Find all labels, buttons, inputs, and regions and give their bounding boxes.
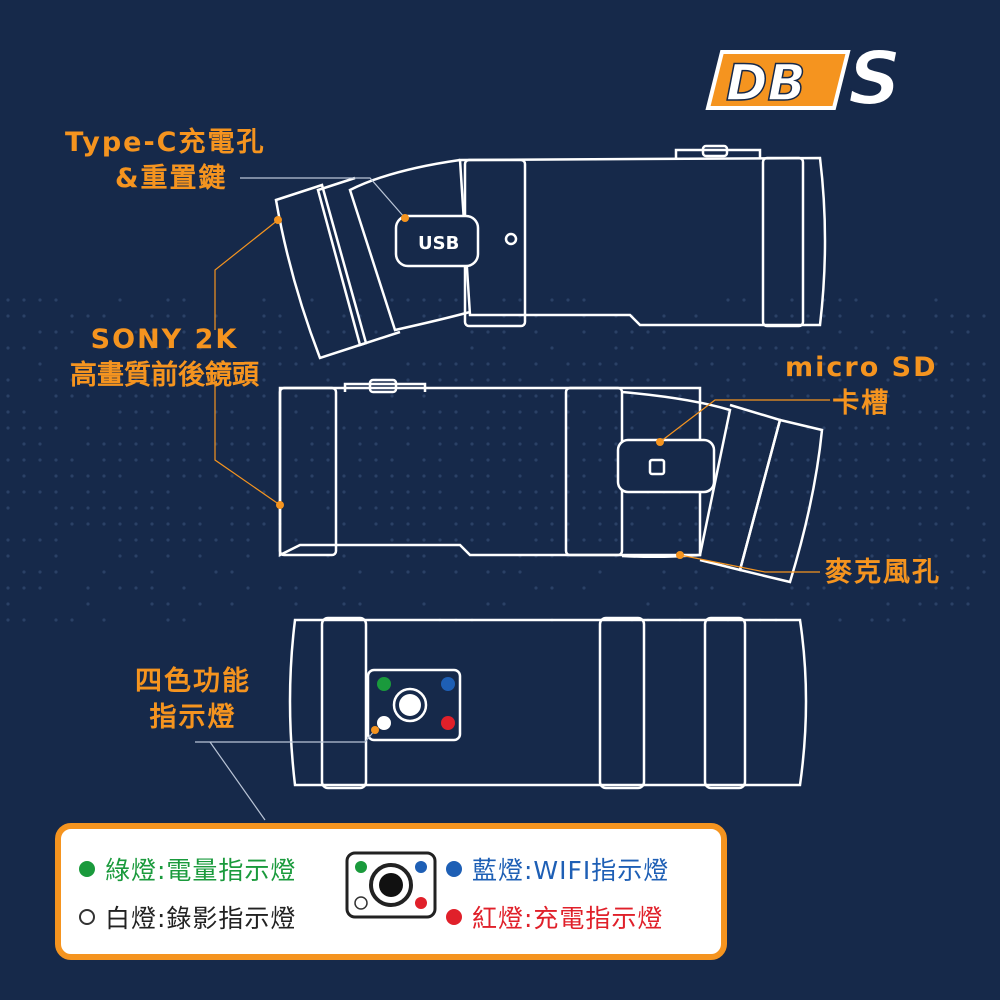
- red-dot-icon: [446, 909, 462, 925]
- led-label-line2: 指示燈: [135, 700, 251, 736]
- sd-label-line2: 卡槽: [785, 386, 938, 422]
- green-dot-icon: [79, 861, 95, 877]
- camera-front-view: [290, 618, 806, 788]
- legend-red-text: 紅燈:充電指示燈: [472, 899, 663, 935]
- usb-label: USB: [418, 233, 459, 254]
- typec-label: Type-C充電孔 &重置鍵: [65, 125, 265, 197]
- sd-label: micro SD 卡槽: [785, 350, 938, 422]
- legend-green: 綠燈:電量指示燈: [79, 851, 296, 887]
- red-led: [441, 716, 455, 730]
- legend-white-text: 白燈:錄影指示燈: [105, 899, 296, 935]
- sd-label-line1: micro SD: [785, 350, 938, 386]
- blue-led: [441, 677, 455, 691]
- white-dot-icon: [79, 909, 95, 925]
- led-legend: 綠燈:電量指示燈 白燈:錄影指示燈 藍燈:WIFI指示燈 紅燈:充電指示燈: [55, 823, 727, 960]
- legend-red: 紅燈:充電指示燈: [446, 899, 663, 935]
- typec-label-line2: &重置鍵: [65, 161, 265, 197]
- logo-letters: DB: [726, 54, 806, 112]
- lens-label-line2: 高畫質前後鏡頭: [70, 358, 259, 394]
- legend-blue: 藍燈:WIFI指示燈: [446, 851, 669, 887]
- legend-led-panel-icon: [343, 849, 439, 921]
- mic-label: 麥克風孔: [825, 555, 941, 591]
- typec-label-line1: Type-C充電孔: [65, 125, 265, 161]
- blue-dot-icon: [446, 861, 462, 877]
- green-led: [377, 677, 391, 691]
- lens-label: SONY 2K 高畫質前後鏡頭: [70, 322, 259, 394]
- camera-side-view: [280, 380, 822, 582]
- led-label: 四色功能 指示燈: [135, 664, 251, 736]
- led-label-line1: 四色功能: [135, 664, 251, 700]
- logo-model: S: [848, 36, 901, 122]
- led-panel: [377, 677, 455, 730]
- white-led: [377, 716, 391, 730]
- legend-blue-text: 藍燈:WIFI指示燈: [472, 851, 669, 887]
- lens-label-line1: SONY 2K: [70, 322, 259, 358]
- legend-green-text: 綠燈:電量指示燈: [105, 851, 296, 887]
- brand-logo: DB S: [708, 36, 901, 122]
- legend-white: 白燈:錄影指示燈: [79, 899, 296, 935]
